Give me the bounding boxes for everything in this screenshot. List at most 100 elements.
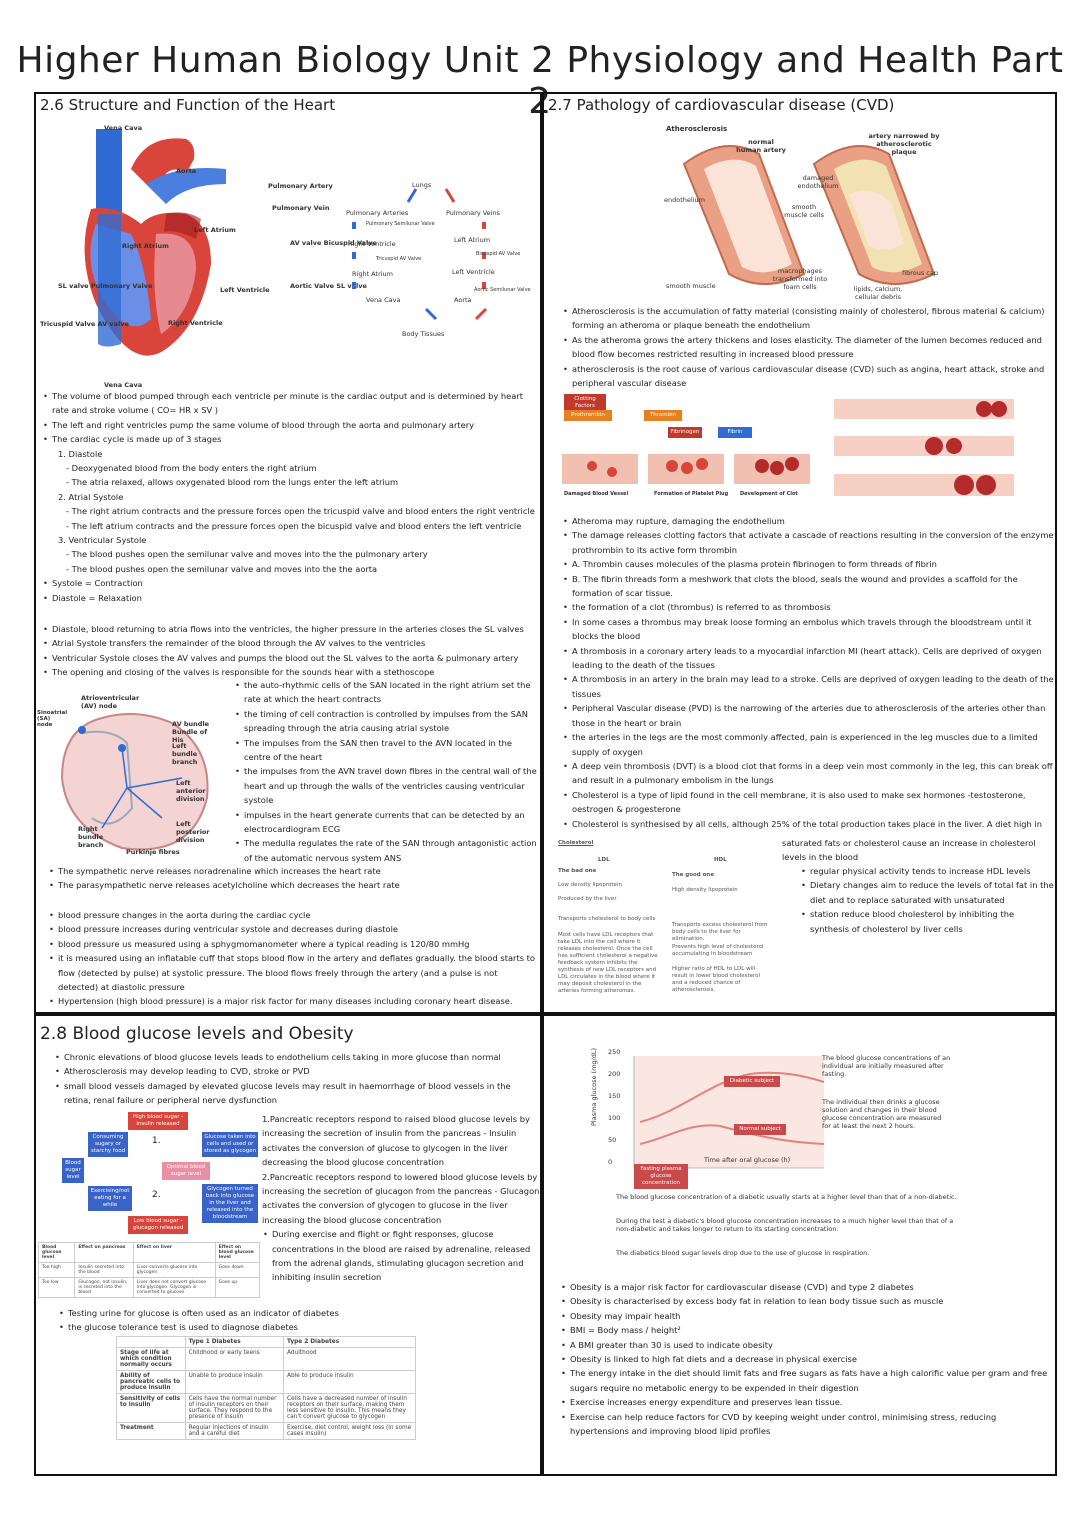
cond-label: Left anterior division — [176, 779, 206, 803]
chol-cont: saturated fats or cholesterol cause an i… — [782, 838, 1036, 863]
bullet-item: The sympathetic nerve releases noradrena… — [49, 864, 540, 879]
bullet-item: 2. Atrial Systole — [58, 491, 124, 502]
flow-label: Pulmonary Arteries — [346, 209, 409, 217]
section-title: 2.8 Blood glucose levels and Obesity — [40, 1024, 354, 1044]
bullet-item: - The right atrium contracts and the pre… — [66, 506, 535, 517]
table-cell: Cells have a decreased number of insulin… — [283, 1393, 416, 1423]
flow-label: Aortic Semilunar Valve — [474, 287, 531, 293]
flow-label: Tricuspid AV Valve — [376, 256, 422, 262]
bullet-item: the formation of a clot (thrombus) is re… — [563, 600, 1055, 615]
bullet-item: - The atria relaxed, allows oxygenated b… — [66, 477, 399, 488]
fb-box: Consuming sugary or starchy food — [88, 1132, 128, 1157]
table-row: Stage of life at which condition normall… — [116, 1347, 416, 1371]
heart-label: Aortic Valve SL valve — [290, 282, 367, 290]
heart-label: Right Ventricle — [168, 319, 223, 327]
bullet-item: - Deoxygenated blood from the body enter… — [66, 463, 317, 474]
conduction-diagram — [60, 713, 209, 851]
diabetic-badge: Diabetic subject — [724, 1076, 780, 1087]
clot-box: Fibrin — [718, 427, 752, 438]
bullet-item: the impulses from the AVN travel down fi… — [235, 764, 540, 807]
heart-label: SL valve Pulmonary Valve — [58, 282, 153, 290]
diabetes-bullets: Testing urine for glucose is often used … — [56, 1306, 540, 1335]
bullet-item: impulses in the heart generate currents … — [235, 808, 540, 837]
clot-box: Clotting Factors — [564, 394, 606, 412]
fb-box: High blood sugar - insulin released — [128, 1112, 188, 1130]
heart-label: Aorta — [176, 167, 197, 175]
table-header — [116, 1336, 186, 1348]
page-title: Higher Human Biology Unit 2 Physiology a… — [16, 40, 1064, 122]
bullet-item: Peripheral Vascular disease (PVD) is the… — [563, 701, 1055, 730]
clot-box: Thrombin — [644, 410, 682, 421]
bullet-item: Atheroma may rupture, damaging the endot… — [563, 514, 1055, 529]
ytick: 50 — [608, 1136, 617, 1144]
table-cell: Exercise, diet control, weight loss (in … — [283, 1422, 416, 1440]
glucose-bullets: Chronic elevations of blood glucose leve… — [52, 1050, 540, 1108]
bullet-item: B. The fibrin threads form a meshwork th… — [563, 572, 1055, 601]
bullet-item: it is measured using an inflatable cuff … — [49, 951, 540, 994]
bullet-item: A thrombosis in a coronary artery leads … — [563, 644, 1055, 673]
cond-label: Atrioventricular (AV) node — [81, 694, 140, 710]
flow-label: Pulmonary Veins — [446, 209, 500, 217]
bullet-item: Atrial Systole transfers the remainder o… — [43, 636, 540, 651]
obesity-bullets: Obesity is a major risk factor for cardi… — [558, 1280, 1054, 1438]
bullet-item: - The left atrium contracts and the pres… — [66, 520, 522, 531]
table-cell: Childhood or early teens — [184, 1347, 285, 1371]
ath-label: Atherosclerosis — [666, 125, 728, 133]
cond-label: Right bundle branch — [78, 825, 104, 849]
hdl-desc: Prevents high level of cholesterol accum… — [672, 944, 764, 957]
bullet-item: Obesity is linked to high fat diets and … — [561, 1352, 1054, 1367]
flow-label: Pulmonary Semilunar Valve — [366, 221, 435, 227]
table-header: Type 2 Diabetes — [283, 1336, 416, 1348]
bullet-item: Obesity may impair health — [561, 1309, 1054, 1324]
ath-bullets: Atherosclerosis is the accumulation of f… — [560, 304, 1055, 390]
fb-box: Glycogen turned back into glucose in the… — [202, 1184, 258, 1223]
bullet-item: The left and right ventricles pump the s… — [43, 418, 540, 433]
nerve-bullets: The sympathetic nerve releases noradrena… — [46, 864, 540, 893]
bullet-item: The energy intake in the diet should lim… — [561, 1366, 1054, 1395]
clot-label: Formation of Platelet Plug — [654, 491, 729, 497]
fb-box: Glucose taken into cells and used or sto… — [202, 1132, 258, 1157]
bullet-item: Systole = Contraction — [43, 576, 540, 591]
heart-label: Pulmonary Vein — [272, 204, 330, 212]
ytick: 100 — [608, 1114, 621, 1122]
bullet-item: In some cases a thrombus may break loose… — [563, 615, 1055, 644]
clotting-diagram: Clotting Factors Prothrombin Thrombin Fi… — [562, 394, 810, 506]
section-cvd: 2.7 Pathology of cardiovascular disease … — [542, 92, 1057, 1014]
chol-head: Cholesterol — [558, 840, 594, 846]
bullet-item: Atherosclerosis may develop leading to C… — [55, 1064, 540, 1079]
bullet-item: Ventricular Systole closes the AV valves… — [43, 651, 540, 666]
heart-label: Vena Cava — [104, 124, 143, 132]
ldl-head: LDL — [598, 857, 610, 863]
clot-box: Fibrinogen — [668, 427, 702, 438]
bullet-item: BMI = Body mass / height² — [561, 1323, 1054, 1338]
heart-label: Left Ventricle — [220, 286, 270, 294]
graph-note: The individual then drinks a glucose sol… — [822, 1098, 942, 1130]
section-obesity: 250 200 150 100 50 0 Plasma glucose (mg/… — [542, 1014, 1057, 1476]
graph-ylabel: Plasma glucose (mg/dL) — [590, 1048, 598, 1126]
section-glucose: 2.8 Blood glucose levels and Obesity Chr… — [34, 1014, 542, 1476]
flow-label: Bicuspid AV Valve — [476, 251, 521, 257]
flow-label: Right Ventricle — [348, 240, 396, 248]
hdl-full: High density lipoprotein — [672, 887, 738, 893]
clot-box: Prothrombin — [564, 410, 612, 421]
flow-label: Vena Cava — [366, 296, 401, 304]
ath-label: endothelium — [664, 196, 705, 204]
cholesterol-table: Cholesterol LDL HDL The bad one The good… — [558, 840, 784, 1010]
flow-label: Lungs — [412, 181, 432, 189]
table-cell: Unable to produce insulin — [184, 1370, 285, 1394]
bullet-item: 1. Diastole — [58, 448, 103, 459]
graph-note: The blood glucose concentrations of an i… — [822, 1054, 951, 1078]
bullet-item: The opening and closing of the valves is… — [43, 665, 540, 680]
pressure-bullets: blood pressure changes in the aorta duri… — [46, 908, 540, 1009]
table-row: Ability of pancreatic cells to produce i… — [116, 1370, 416, 1394]
graph-xlabel: Time after oral glucose (h) — [704, 1156, 791, 1164]
heart-label: Right Atrium — [122, 242, 169, 250]
heart-label: Pulmonary Artery — [268, 182, 333, 190]
bullet-item: A BMI greater than 30 is used to indicat… — [561, 1338, 1054, 1353]
ytick: 200 — [608, 1070, 621, 1078]
fb-box: Optimal blood sugar level — [162, 1162, 210, 1180]
section-title: 2.7 Pathology of cardiovascular disease … — [548, 96, 895, 114]
bullet-item: blood pressure increases during ventricu… — [49, 922, 540, 937]
table-cell: Cells have the normal number of insulin … — [184, 1393, 285, 1423]
